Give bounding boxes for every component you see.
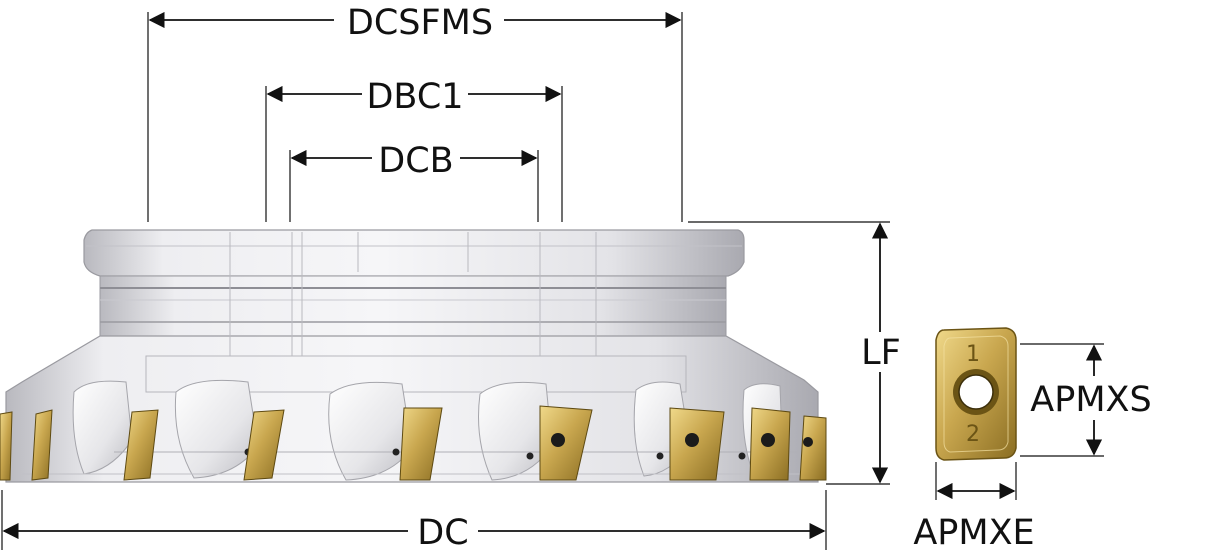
dimension-arrows [2,11,1103,540]
insert-mark-top: 1 [966,342,980,367]
insert-4 [399,407,443,481]
insert-5 [539,405,593,481]
insert-8 [799,415,827,481]
dc-label: DC [417,513,468,553]
extension-lines [1,12,1104,550]
dcb-label: DCB [378,141,453,181]
apmxs-label: APMXS [1030,380,1151,420]
insert-screws [551,433,813,447]
insert-3 [243,409,285,481]
dcsfms-label: DCSFMS [347,3,493,43]
insert-1 [31,409,53,481]
apmxe-label: APMXE [913,513,1034,553]
dbc1-label: DBC1 [366,77,463,117]
neck [99,275,727,337]
lf-label: LF [861,333,901,373]
insert-edge-left [0,411,13,481]
chip-pockets [72,379,783,481]
insert-2 [123,409,159,481]
insert-detail: 1 2 [935,327,1017,461]
top-flange [83,229,745,277]
insert-mark-bottom: 2 [966,422,980,447]
